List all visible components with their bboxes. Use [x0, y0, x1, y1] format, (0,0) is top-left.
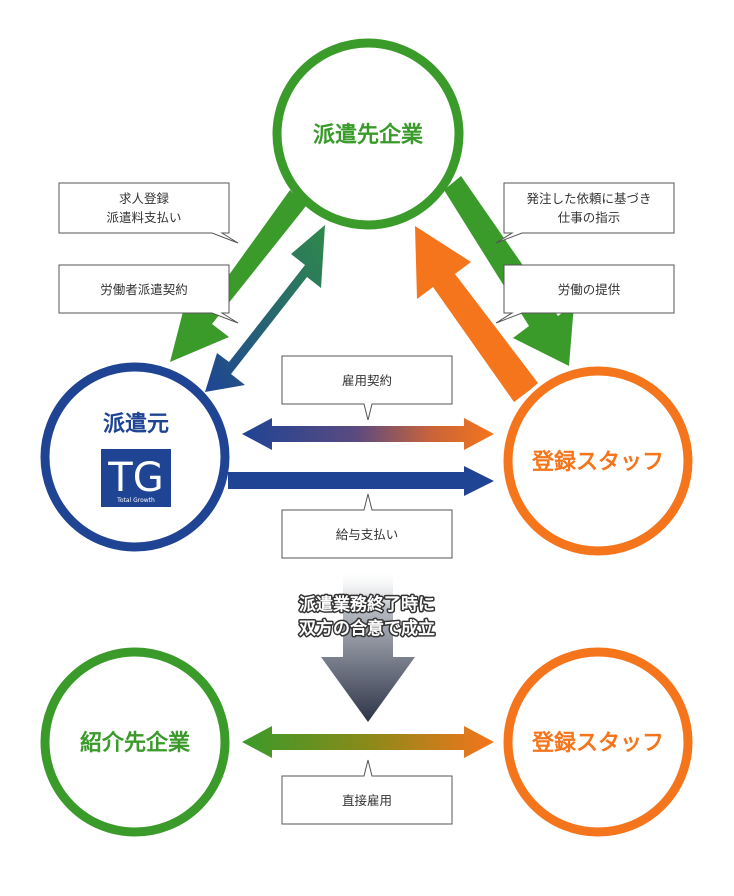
- callout-left-upper: 求人登録 派遣料支払い: [58, 182, 239, 244]
- label-haken-saki: 派遣先企業: [313, 122, 424, 148]
- banner-line2: 双方の合意で成立: [299, 618, 435, 639]
- callout-left-lower-text: 労働者派遣契約: [100, 282, 188, 297]
- callout-right-upper-line2: 仕事の指示: [558, 210, 621, 225]
- arrow-staff-to-company: [415, 226, 538, 402]
- arrow-dispatcher-company-double: [205, 225, 325, 392]
- callout-direct-employment-text: 直接雇用: [342, 793, 392, 808]
- callout-left-upper-line1: 求人登録: [119, 191, 170, 206]
- label-staff-top: 登録スタッフ: [531, 449, 664, 475]
- callout-employment-contract-text: 雇用契約: [342, 373, 392, 388]
- logo-letters: TG: [107, 455, 163, 501]
- circle-staff-bottom: [503, 647, 693, 837]
- circle-haken-saki: [272, 38, 464, 230]
- banner-line1: 派遣業務終了時に: [299, 594, 435, 615]
- callout-right-lower-text: 労働の提供: [558, 282, 621, 297]
- circle-staff-top: [503, 366, 693, 556]
- label-shokai-saki: 紹介先企業: [80, 730, 191, 756]
- callout-salary-text: 給与支払い: [336, 527, 399, 542]
- arrow-transition-down: [321, 570, 415, 722]
- callout-right-upper-line1: 発注した依頼に基づき: [526, 191, 651, 206]
- circle-shokai-saki: [40, 647, 230, 837]
- logo-name: Total Growth: [116, 497, 155, 504]
- arrow-employment-contract: [242, 418, 494, 450]
- callout-employment-contract: 雇用契約: [281, 355, 453, 421]
- callout-left-upper-line2: 派遣料支払い: [106, 210, 181, 225]
- callout-salary: 給与支払い: [281, 493, 453, 559]
- callout-direct-employment: 直接雇用: [281, 759, 453, 825]
- callout-right-upper: 発注した依頼に基づき 仕事の指示: [495, 182, 675, 244]
- label-haken-moto: 派遣元: [103, 412, 169, 437]
- arrow-company-to-dispatcher: [170, 190, 306, 362]
- label-staff-bottom: 登録スタッフ: [531, 730, 664, 756]
- callout-right-lower: 労働の提供: [495, 264, 675, 324]
- callout-left-lower: 労働者派遣契約: [58, 264, 239, 324]
- arrow-direct-employment: [242, 726, 494, 758]
- arrow-salary-payment: [228, 466, 494, 496]
- total-growth-logo: TG Total Growth: [101, 449, 171, 507]
